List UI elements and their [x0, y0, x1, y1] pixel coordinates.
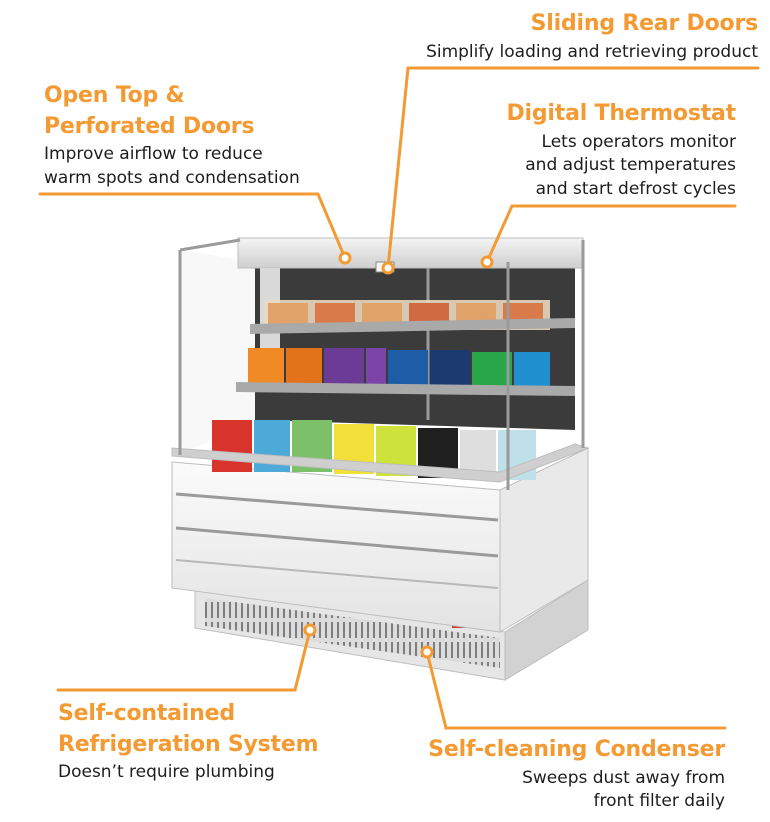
callout-description: Doesn’t require plumbing — [58, 762, 275, 783]
callout-description: Sweeps dust away from — [522, 767, 725, 788]
callout-description: Improve airflow to reduce — [44, 144, 263, 165]
marker-dot — [381, 261, 395, 275]
callout-self-cleaning: Self-cleaning Condenser Sweeps dust away… — [428, 737, 725, 814]
marker-dot — [480, 255, 494, 269]
marker-dot — [338, 251, 352, 265]
callout-title: Perforated Doors — [44, 113, 255, 139]
callout-description: and adjust temperatures — [525, 155, 736, 176]
leader-self-cleaning — [425, 650, 727, 730]
top-canopy — [237, 237, 584, 269]
callout-title: Sliding Rear Doors — [530, 11, 759, 36]
callout-title: Refrigeration System — [58, 731, 319, 757]
callout-sliding-rear-doors: Sliding Rear Doors Simplify loading and … — [426, 11, 759, 64]
callout-title: Digital Thermostat — [506, 101, 736, 126]
glass-frame — [178, 238, 585, 490]
cabinet-body — [171, 447, 589, 633]
marker-dot — [303, 623, 317, 637]
callout-description: Lets operators monitor — [541, 131, 736, 152]
callout-self-contained: Self-contained Refrigeration System Does… — [58, 701, 319, 785]
callout-title: Open Top & — [44, 83, 185, 108]
callout-open-top: Open Top & Perforated Doors Improve airf… — [44, 83, 300, 190]
marker-dot — [420, 645, 434, 659]
leader-open-top — [38, 192, 347, 260]
callout-title: Self-cleaning Condenser — [428, 737, 725, 762]
leader-digital-thermostat — [485, 204, 737, 264]
leader-sliding-rear-doors — [386, 66, 760, 270]
callout-description: and start defrost cycles — [535, 178, 736, 199]
middle-shelf — [236, 348, 575, 396]
leader-self-contained — [56, 628, 312, 692]
callout-digital-thermostat: Digital Thermostat Lets operators monito… — [506, 101, 736, 201]
callout-description: Simplify loading and retrieving product — [426, 41, 758, 62]
callout-description: warm spots and condensation — [44, 167, 300, 188]
top-shelf — [250, 300, 575, 334]
callout-description: front filter daily — [593, 791, 725, 812]
bottom-well — [171, 420, 590, 483]
callout-title: Self-contained — [58, 701, 235, 726]
